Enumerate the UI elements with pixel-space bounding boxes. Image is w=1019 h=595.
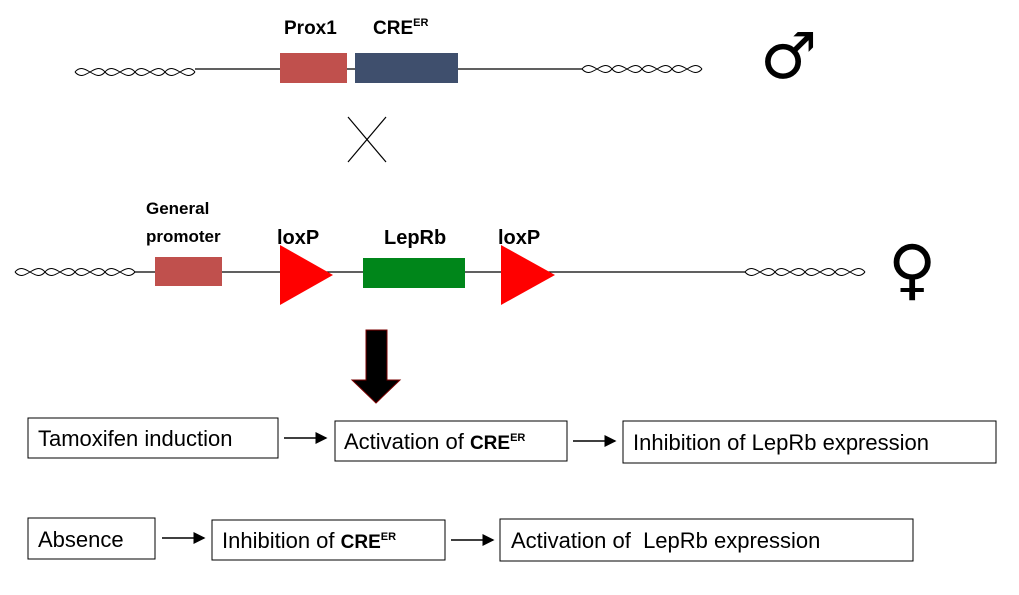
cre-er-label: CREER	[373, 17, 428, 39]
prox1-box	[280, 53, 347, 83]
activation-cre-box	[334, 420, 568, 462]
absence-box	[27, 517, 156, 560]
promoter-label-line1: General	[146, 199, 209, 218]
promoter-label-line2: promoter	[146, 227, 221, 246]
female-symbol: ♀	[888, 231, 936, 308]
flow-row-2: Absence Inhibition of CREER Activation o…	[27, 517, 914, 562]
tamoxifen-text: Tamoxifen induction	[38, 426, 232, 451]
female-construct: General promoter loxP LepRb loxP ♀	[14, 199, 936, 308]
loxp-left-label: loxP	[277, 227, 319, 249]
activation-leprb-box	[499, 518, 914, 562]
dna-helix-right-female-2	[744, 268, 866, 276]
dna-helix-right-male-2	[581, 65, 703, 73]
down-arrow-icon	[350, 329, 402, 404]
promoter-box	[155, 257, 222, 286]
inhibition-leprb-box	[622, 420, 997, 464]
inhibition-leprb-text: Inhibition of LepRb expression	[633, 430, 929, 455]
tamoxifen-box	[27, 417, 279, 459]
flow-row-1: Tamoxifen induction Activation of CREER …	[27, 417, 997, 464]
loxp-left-triangle	[280, 245, 333, 305]
dna-helix-left-female-2	[14, 268, 136, 276]
male-construct: Prox1 CREER ♂	[74, 17, 817, 94]
activation-leprb-text: Activation of LepRb expression	[511, 528, 820, 553]
leprb-label: LepRb	[384, 227, 446, 249]
inhibition-cre-text: Inhibition of CREER	[222, 528, 396, 553]
absence-text: Absence	[38, 527, 124, 552]
cross-icon	[347, 116, 387, 163]
dna-helix-left-male-2	[74, 68, 196, 76]
cre-er-box	[355, 53, 458, 83]
inhibition-cre-box	[211, 519, 446, 561]
prox1-label: Prox1	[284, 18, 337, 39]
male-symbol: ♂	[760, 20, 817, 94]
loxp-right-label: loxP	[498, 227, 540, 249]
loxp-right-triangle	[501, 245, 555, 305]
activation-cre-text: Activation of CREER	[344, 429, 525, 454]
leprb-box	[363, 258, 465, 288]
